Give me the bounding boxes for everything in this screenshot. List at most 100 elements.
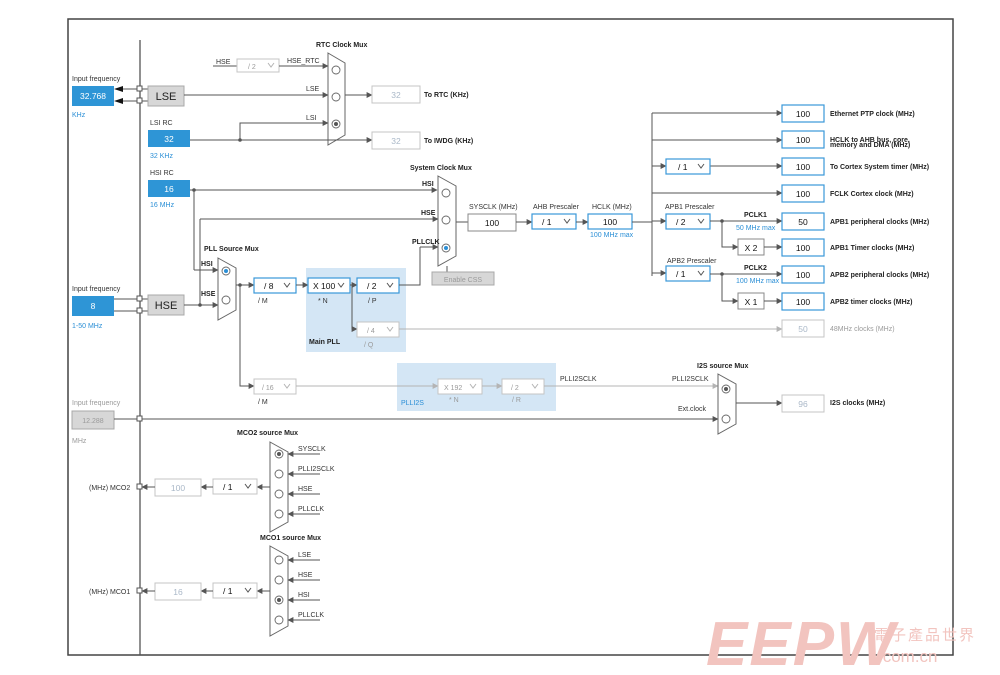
i2s-output-value: 96 [798, 399, 808, 409]
ext-clock-frequency-value: 12.288 [82, 418, 104, 425]
rtc-mux-option-hse[interactable] [331, 65, 341, 75]
mco2-source-mux[interactable] [269, 441, 289, 533]
mco2-mux-option[interactable] [274, 509, 284, 519]
output-clock-box[interactable] [781, 238, 825, 257]
pll-m-label: / M [258, 298, 268, 305]
mco1-mux-option[interactable] [274, 615, 284, 625]
plli2s-r-divider-select[interactable] [501, 378, 545, 395]
plli2s-m-divider-value: / 16 [262, 385, 274, 392]
chevron-down-icon [469, 383, 477, 389]
lsi-rc-unit: 32 KHz [150, 153, 173, 160]
hclk-label-line-2: memory and DMA (MHz) [830, 142, 910, 149]
output-clock-value: 100 [796, 270, 810, 280]
chevron-down-icon [697, 163, 705, 169]
lse-block[interactable] [147, 85, 185, 107]
eepw-watermark-logo: EEPW [706, 610, 899, 675]
iwdg-output-value: 32 [391, 136, 401, 146]
plli2s-n-multiplier-value: X 192 [444, 385, 462, 392]
hse-frequency-value: 8 [91, 301, 96, 311]
rtc-mux-option-lse[interactable] [331, 92, 341, 102]
output-clock-label: APB1 Timer clocks (MHz) [830, 245, 914, 252]
pll-q-divider-select[interactable] [356, 321, 400, 338]
output-clock-box[interactable] [781, 130, 825, 149]
plli2s-m-divider-select[interactable] [253, 378, 297, 395]
output-clock-label: FCLK Cortex clock (MHz) [830, 191, 914, 198]
iwdg-output-label: To IWDG (KHz) [424, 138, 473, 145]
chevron-down-icon [244, 587, 252, 593]
system-mux-option-hse[interactable] [441, 215, 451, 225]
ahb-prescaler-select[interactable] [531, 213, 577, 230]
i2s-source-mux[interactable] [717, 373, 737, 435]
plli2s-m-label: / M [258, 399, 268, 406]
mco1-mux-option[interactable] [274, 575, 284, 585]
output-clock-value: 100 [796, 297, 810, 307]
ext-clock-frequency-input[interactable] [71, 410, 115, 430]
usb-48mhz-output-value: 50 [798, 324, 808, 334]
output-clock-box[interactable] [781, 104, 825, 123]
mco1-pin-label: (MHz) MCO1 [89, 589, 130, 596]
lse-block-label: LSE [156, 91, 177, 103]
ext-clock-pin [136, 415, 143, 422]
apb2-prescaler-label: APB2 Prescaler [667, 258, 717, 265]
pclk2-label: PCLK2 [744, 265, 767, 272]
mco2-mux-selected-dot [277, 452, 281, 456]
pll-mux-selected-dot [224, 269, 228, 273]
output-clock-box[interactable] [781, 265, 825, 284]
output-clock-label: APB1 peripheral clocks (MHz) [830, 219, 929, 226]
i2s-mux-selected-dot [724, 387, 728, 391]
lse-frequency-unit: KHz [72, 112, 86, 119]
hse-osc-pin [136, 295, 143, 302]
mco2-mux-option[interactable] [274, 469, 284, 479]
output-clock-box[interactable] [781, 212, 825, 231]
enable-css-button[interactable] [431, 271, 495, 286]
mco1-mux-selected-dot [277, 598, 281, 602]
pll-p-divider-select[interactable] [356, 277, 400, 294]
pll-m-divider-select[interactable] [253, 277, 297, 294]
output-clock-box[interactable] [781, 184, 825, 203]
eepw-watermark-domain: .com.cn [878, 647, 938, 666]
output-clock-box[interactable] [781, 292, 825, 311]
i2s-mux-option-ext-clock[interactable] [721, 414, 731, 424]
rtc-lse-label: LSE [306, 86, 320, 93]
system-mux-option-hsi[interactable] [441, 188, 451, 198]
hsi-rc-caption: HSI RC [150, 170, 174, 177]
apb1-timer-multiplier-value: X 2 [745, 243, 758, 253]
i2s-output-box [781, 394, 825, 413]
hse-block-label: HSE [155, 300, 178, 312]
output-clock-box[interactable] [781, 157, 825, 176]
pll-n-label: * N [318, 298, 328, 305]
i2s-mux-plli2sclk-label: PLLI2SCLK [672, 376, 709, 383]
pll-source-mux-title: PLL Source Mux [204, 246, 259, 253]
lse-frequency-input[interactable] [72, 86, 114, 106]
pll-m-divider-value: / 8 [264, 281, 274, 291]
rtc-lsi-label: LSI [306, 115, 317, 122]
apb2-prescaler-select[interactable] [665, 265, 711, 282]
system-mux-pllclk-label: PLLCLK [412, 239, 440, 246]
chevron-down-icon [386, 282, 394, 288]
ahb-prescaler-value: / 1 [542, 217, 552, 227]
mco2-divider-select[interactable] [212, 478, 258, 495]
chevron-down-icon [283, 383, 291, 389]
rtc-output-value: 32 [391, 90, 401, 100]
cortex-timer-divider-select[interactable] [665, 158, 711, 175]
lse-pin-arrows [114, 86, 123, 104]
plli2s-r-divider-value: / 2 [511, 385, 519, 392]
pclk2-max-label: 100 MHz max [736, 278, 780, 285]
mco1-divider-value: / 1 [223, 586, 233, 596]
mco2-mux-option[interactable] [274, 489, 284, 499]
apb1-prescaler-select[interactable] [665, 213, 711, 230]
pll-mux-hsi-label: HSI [201, 261, 213, 268]
hsi-rc-block [148, 180, 190, 197]
mco2-mux-input-label: PLLI2SCLK [298, 466, 335, 473]
mco1-source-mux[interactable] [269, 545, 289, 637]
usb-48mhz-output-label: 48MHz clocks (MHz) [830, 326, 895, 333]
hse-frequency-input[interactable] [72, 296, 114, 316]
mco1-mux-option[interactable] [274, 555, 284, 565]
output-clock-label: HCLK to AHB bus, core, [830, 137, 910, 144]
pll-mux-option-hse[interactable] [221, 295, 231, 305]
sysclk-value: 100 [485, 218, 499, 228]
mco1-divider-select[interactable] [212, 582, 258, 599]
